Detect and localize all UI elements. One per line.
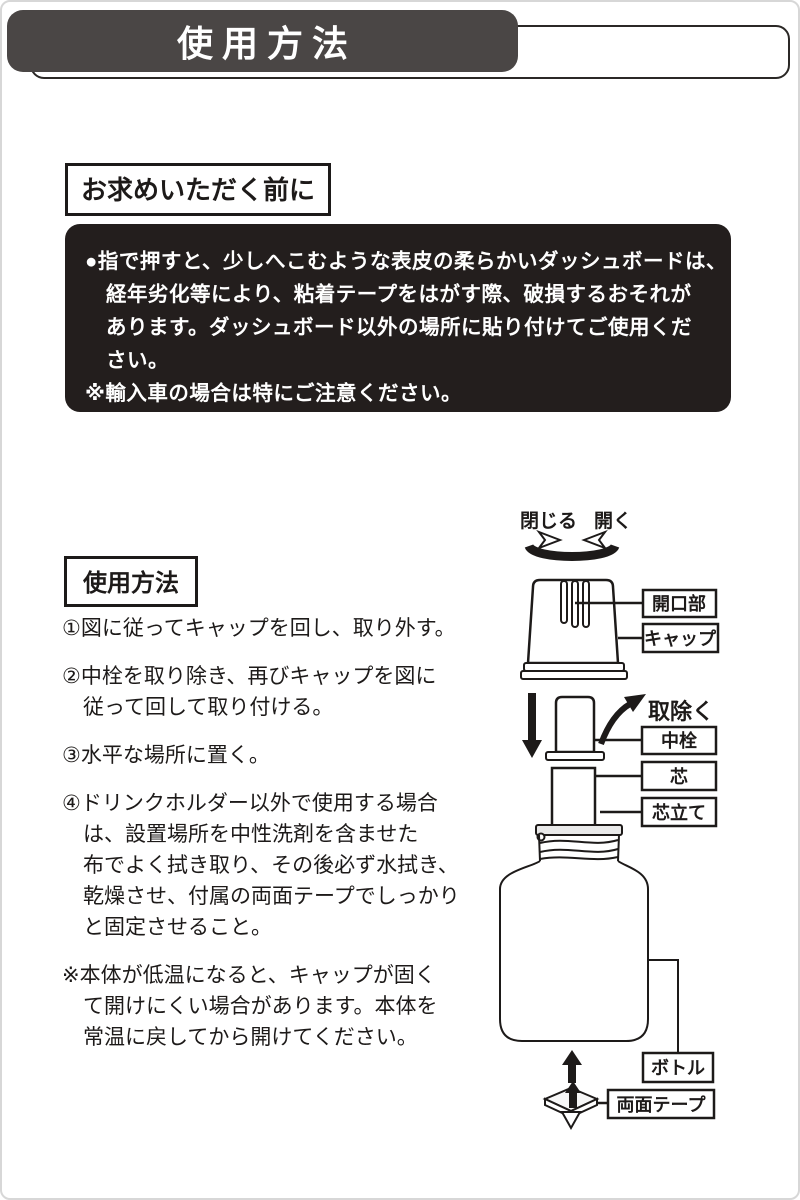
svg-text:両面テープ: 両面テープ xyxy=(617,1094,707,1115)
bottle-shape xyxy=(499,860,649,1042)
inner-plug-shape xyxy=(545,695,605,761)
usage-step-2: ②中栓を取り除き、再びキャップを図に 従って回して取り付ける。 xyxy=(62,661,486,723)
product-diagram: 閉じる 開く 開口部 xyxy=(480,495,745,1145)
step-line: ②中栓を取り除き、再びキャップを図に xyxy=(62,665,437,688)
usage-step-1: ①図に従ってキャップを回し、取り外す。 xyxy=(62,613,486,644)
insert-down-arrow-icon xyxy=(522,693,542,758)
warning-line: さい。 xyxy=(106,349,169,372)
step-line: ④ドリンクホルダー以外で使用する場合 xyxy=(62,792,438,815)
svg-text:開口部: 開口部 xyxy=(652,593,706,614)
wick-shape xyxy=(550,766,597,829)
attach-up-arrow-icon xyxy=(562,1050,582,1083)
note-line: て開けにくい場合があります。本体を xyxy=(83,995,438,1018)
step-line: と固定させること。 xyxy=(83,916,272,939)
rotate-direction-icon xyxy=(524,529,620,561)
diagram-svg: 閉じる 開く 開口部 xyxy=(499,510,720,1131)
svg-text:芯立て: 芯立て xyxy=(652,802,706,823)
warning-note-line: ※輸入車の場合は特にご注意ください。 xyxy=(85,382,463,405)
rotate-close-label: 閉じる xyxy=(520,510,577,532)
remove-arrow-icon xyxy=(598,694,646,746)
step-line: 布でよく拭き取り、その後必ず水拭き、 xyxy=(83,854,459,877)
warning-line: 経年劣化等により、粘着テープをはがす際、破損するおそれが xyxy=(106,283,692,306)
note-line: ※本体が低温になると、キャップが固く xyxy=(62,964,436,987)
svg-text:キャップ: キャップ xyxy=(644,628,717,649)
note-line: 常温に戻してから開けてください。 xyxy=(83,1026,418,1049)
warning-line: ●指で押すと、少しへこむような表皮の柔らかいダッシュボードは、 xyxy=(85,250,728,273)
label-tape: 両面テープ xyxy=(606,1088,716,1120)
tape-shape xyxy=(542,1081,600,1131)
opening-slot xyxy=(560,580,568,624)
bottle-neck-threads xyxy=(538,834,620,862)
usage-note: ※本体が低温になると、キャップが固く て開けにくい場合があります。本体を 常温に… xyxy=(62,960,486,1053)
leader-bottle xyxy=(648,959,679,1053)
wick-stand-shape xyxy=(535,824,623,842)
usage-steps: ①図に従ってキャップを回し、取り外す。 ②中栓を取り除き、再びキャップを図に 従… xyxy=(62,613,486,1070)
svg-text:芯: 芯 xyxy=(670,766,688,787)
usage-step-3: ③水平な場所に置く。 xyxy=(62,740,486,771)
svg-text:ボトル: ボトル xyxy=(651,1058,705,1078)
rotate-open-label: 開く xyxy=(594,510,632,532)
step-line: 乾燥させ、付属の両面テープでしっかり xyxy=(83,885,460,908)
tape-down-arrow-icon xyxy=(560,1111,582,1131)
usage-step-4: ④ドリンクホルダー以外で使用する場合 は、設置場所を中性洗剤を含ませた 布でよく… xyxy=(62,788,486,943)
label-wick-stand: 芯立て xyxy=(640,796,718,828)
before-purchase-heading: お求めいただく前に xyxy=(65,163,332,216)
remove-label: 取除く xyxy=(648,699,714,724)
step-line: ③水平な場所に置く。 xyxy=(62,744,270,767)
label-wick: 芯 xyxy=(640,760,718,792)
label-cap: キャップ xyxy=(641,622,720,654)
cap-shape xyxy=(520,578,628,680)
warning-line: あります。ダッシュボード以外の場所に貼り付けてご使用くだ xyxy=(106,316,692,339)
usage-heading: 使用方法 xyxy=(64,556,198,607)
warning-box: ●指で押すと、少しへこむような表皮の柔らかいダッシュボードは、 経年劣化等により… xyxy=(65,224,731,412)
label-bottle: ボトル xyxy=(641,1051,715,1084)
tape-through-arrow-icon xyxy=(565,1081,581,1108)
step-line: ①図に従ってキャップを回し、取り外す。 xyxy=(62,617,456,640)
page-title: 使用方法 xyxy=(7,10,518,72)
step-line: は、設置場所を中性洗剤を含ませた xyxy=(83,823,419,846)
label-plug: 中栓 xyxy=(640,725,718,756)
step-line: 従って回して取り付ける。 xyxy=(83,696,334,719)
svg-text:中栓: 中栓 xyxy=(661,730,697,751)
label-opening: 開口部 xyxy=(641,588,718,619)
